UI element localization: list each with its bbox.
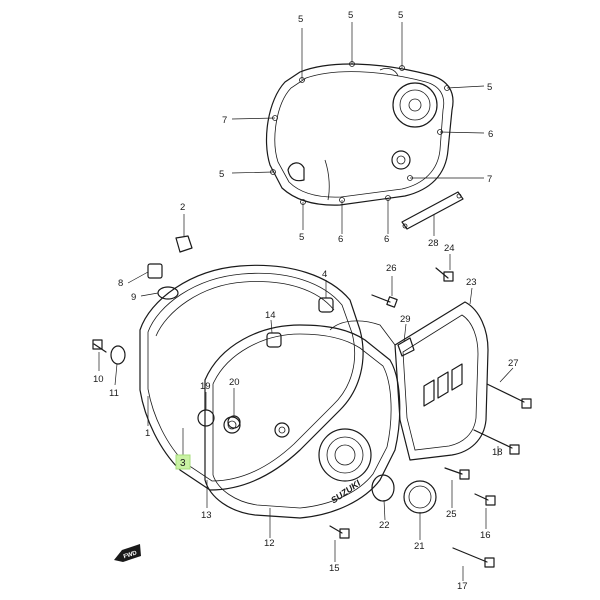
small-parts xyxy=(110,235,437,514)
callout-5: 5 xyxy=(298,14,303,25)
sprocket-cover xyxy=(394,301,489,461)
callout-24: 24 xyxy=(444,243,455,254)
callout-labels: 5 5 5 5 5 5 7 7 6 6 6 28 2 8 9 4 26 24 2… xyxy=(93,10,519,592)
callout-18: 18 xyxy=(492,447,503,458)
callout-8: 8 xyxy=(118,278,123,289)
callout-29: 29 xyxy=(400,314,411,325)
cover-bolt-holes xyxy=(270,61,450,205)
callout-22: 22 xyxy=(379,520,390,531)
crankcase-cover-gasket xyxy=(139,264,364,491)
callout-28: 28 xyxy=(428,238,439,249)
callout-10: 10 xyxy=(93,374,104,385)
callout-6: 6 xyxy=(338,234,343,245)
callout-21: 21 xyxy=(414,541,425,552)
callout-15: 15 xyxy=(329,563,340,574)
callout-5: 5 xyxy=(299,232,304,243)
callout-14: 14 xyxy=(265,310,276,321)
callout-12: 12 xyxy=(264,538,275,549)
callout-7: 7 xyxy=(487,174,492,185)
callout-13: 13 xyxy=(201,510,212,521)
callout-3-highlight xyxy=(175,454,191,470)
part-28-rod xyxy=(401,191,464,230)
callout-11: 11 xyxy=(109,388,119,399)
callout-25: 25 xyxy=(446,509,457,520)
callout-5: 5 xyxy=(487,82,492,93)
callout-20: 20 xyxy=(229,377,240,388)
callout-19: 19 xyxy=(200,381,211,392)
callout-4: 4 xyxy=(322,269,327,280)
forward-arrow-icon: FWD xyxy=(114,544,141,562)
forward-label: FWD xyxy=(123,550,138,560)
callout-17: 17 xyxy=(457,581,468,592)
callout-9: 9 xyxy=(131,292,136,303)
callout-6: 6 xyxy=(488,129,493,140)
callout-5: 5 xyxy=(219,169,224,180)
callout-6: 6 xyxy=(384,234,389,245)
callout-23: 23 xyxy=(466,277,477,288)
callout-5: 5 xyxy=(398,10,403,21)
brand-text: SUZUKI xyxy=(329,478,363,506)
callout-1: 1 xyxy=(145,428,150,439)
crankcase-cover-main: SUZUKI xyxy=(204,320,401,519)
callout-5: 5 xyxy=(348,10,353,21)
callout-2: 2 xyxy=(180,202,185,213)
callout-26: 26 xyxy=(386,263,397,274)
callout-3-highlighted: 3 xyxy=(180,458,186,469)
callout-7: 7 xyxy=(222,115,227,126)
callout-27: 27 xyxy=(508,358,519,369)
clutch-cover-upper xyxy=(265,61,454,206)
bolts xyxy=(92,267,532,568)
callout-16: 16 xyxy=(480,530,491,541)
leader-lines xyxy=(98,22,514,581)
